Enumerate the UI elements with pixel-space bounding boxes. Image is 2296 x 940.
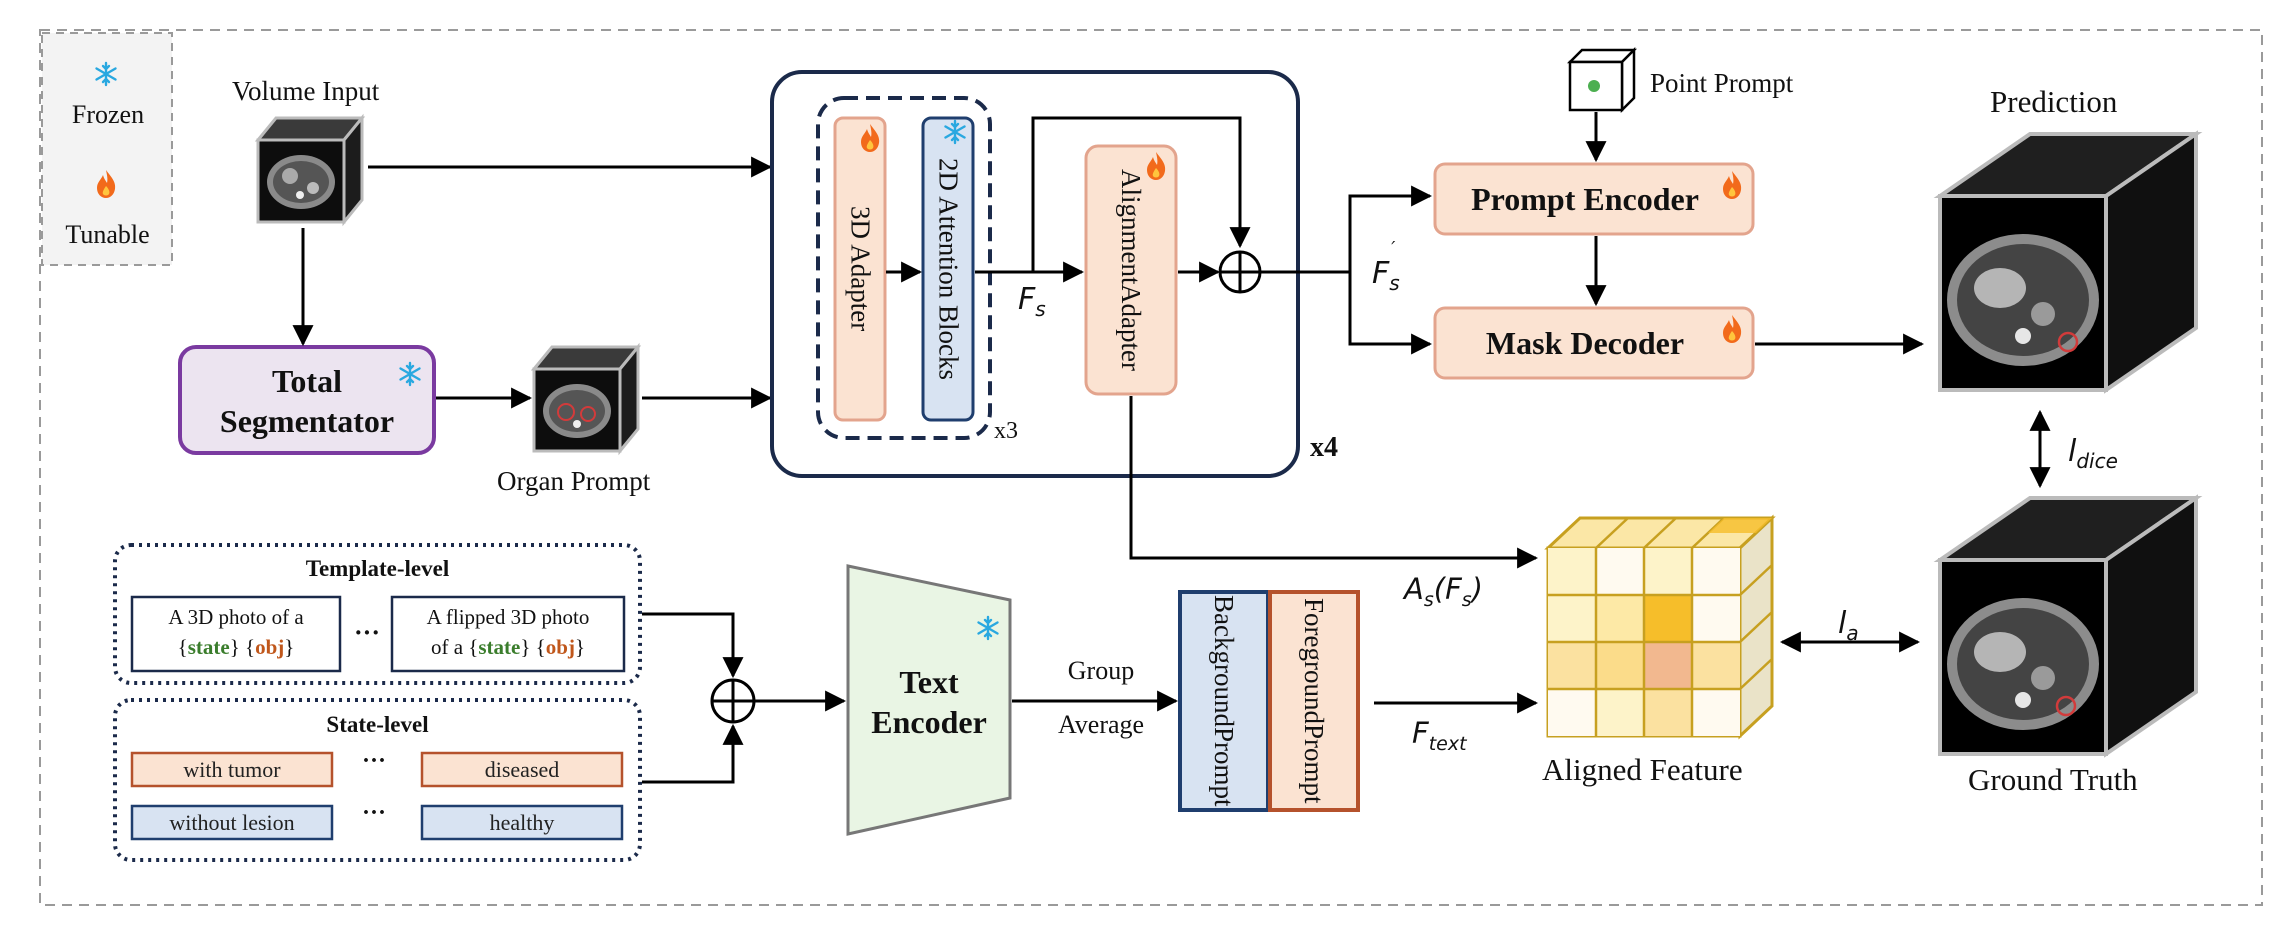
skip-connection — [1031, 116, 1251, 272]
arrow-alignment-to-feature — [1129, 396, 1539, 569]
volume-input-cube — [254, 113, 366, 227]
state-chip-with-tumor — [130, 751, 334, 788]
mask-decoder-box — [1433, 306, 1755, 380]
arrow-to-mask-decoder — [1348, 272, 1433, 355]
template-ellipsis: ··· — [354, 618, 381, 647]
mask-decoder-label: Mask Decoder — [1485, 324, 1685, 361]
adapter-3d-label: 3D Adapter — [845, 206, 876, 332]
arrow-state-to-sum — [642, 723, 744, 784]
outer-repeat-label: x4 — [1310, 432, 1338, 463]
total-segmentator-label: Total Segmentator — [180, 361, 434, 441]
prediction-label: Prediction — [1990, 84, 2118, 119]
point-prompt-label: Point Prompt — [1650, 68, 1794, 98]
group-label: Group — [1067, 656, 1135, 685]
alignment-adapter-box — [1084, 144, 1178, 396]
foreground-prompt-box — [1268, 590, 1360, 812]
arrow-template-to-sum — [642, 612, 744, 679]
point-prompt-cube — [1566, 46, 1638, 114]
state-ellipsis-top: ··· — [362, 748, 387, 774]
dice-loss-label: ldice — [2068, 434, 2118, 473]
total-segmentator-line1: Total — [272, 363, 342, 399]
alignment-loss-label: la — [1838, 606, 1859, 645]
alignment-adapter-label: Alignment Adapter — [1086, 146, 1176, 394]
foreground-prompt-line1: Foreground — [1299, 598, 1329, 725]
fs-label: Fs — [1018, 282, 1046, 321]
background-prompt-line1: Background — [1209, 595, 1239, 728]
inner-repeat-label: x3 — [994, 418, 1018, 444]
attention-2d-box — [921, 116, 975, 422]
healthy-label: healthy — [489, 809, 555, 835]
as-fs-label: As(Fs) — [1404, 572, 1483, 611]
total-segmentator-line2: Segmentator — [219, 403, 395, 439]
organ-prompt-cube — [530, 342, 642, 456]
sum-node-text — [710, 678, 756, 724]
alignment-adapter-line1: Alignment — [1116, 168, 1146, 285]
template-b-text: A flipped 3D photo of a {state} {obj} — [392, 602, 624, 662]
background-prompt-line2: Prompt — [1209, 727, 1239, 807]
adapter-3d-box — [833, 116, 887, 422]
state-level-title: State-level — [326, 712, 429, 737]
inner-repeat-block — [816, 96, 992, 440]
template-a-line2: {state} {obj} — [177, 635, 295, 659]
sum-node-encoder — [1218, 250, 1262, 294]
legend-tunable-label: Tunable — [65, 220, 150, 249]
prompt-encoder-label: Prompt Encoder — [1471, 180, 1699, 217]
template-a-text: A 3D photo of a {state} {obj} — [132, 602, 340, 662]
ftext-label: Ftext — [1412, 716, 1467, 755]
ground-truth-label: Ground Truth — [1968, 762, 2138, 797]
foreground-prompt-label: Foreground Prompt — [1270, 592, 1358, 810]
template-chip-b — [390, 595, 626, 673]
template-chip-a — [130, 595, 342, 673]
ground-truth-cube — [1933, 494, 2203, 758]
total-segmentator-box — [178, 345, 436, 455]
fs-prime-label: F′s — [1372, 238, 1400, 295]
text-encoder-label: Text Encoder — [848, 662, 1010, 742]
with-tumor-label: with tumor — [183, 756, 281, 782]
foreground-prompt-line2: Prompt — [1299, 724, 1329, 804]
template-a-line1: A 3D photo of a — [168, 605, 304, 629]
template-b-line1: A flipped 3D photo — [426, 605, 590, 629]
average-label: Average — [1057, 710, 1145, 739]
template-b-line2: of a {state} {obj} — [430, 635, 586, 659]
arrow-to-prompt-encoder — [1348, 185, 1433, 272]
prompt-encoder-box — [1433, 162, 1755, 236]
volume-input-label: Volume Input — [232, 76, 380, 106]
template-level-title: Template-level — [305, 556, 450, 581]
diseased-label: diseased — [484, 756, 560, 782]
legend-frozen-label: Frozen — [71, 100, 145, 129]
alignment-adapter-line2: Adapter — [1116, 284, 1146, 372]
state-ellipsis-bottom: ··· — [362, 800, 387, 826]
outer-border — [39, 29, 2263, 906]
aligned-feature-cube — [1544, 514, 1776, 740]
text-encoder-line2: Encoder — [871, 704, 987, 740]
state-chip-healthy — [420, 804, 624, 841]
text-encoder-shape — [846, 564, 1012, 836]
image-encoder-block — [770, 70, 1300, 478]
template-level-box — [113, 543, 642, 685]
prediction-cube — [1933, 130, 2203, 394]
organ-prompt-label: Organ Prompt — [497, 466, 651, 496]
attention-2d-label: 2D Attention Blocks — [933, 158, 964, 380]
without-lesion-label: without lesion — [169, 809, 295, 835]
text-encoder-line1: Text — [899, 664, 959, 700]
aligned-feature-label: Aligned Feature — [1542, 752, 1743, 787]
state-chip-without-lesion — [130, 804, 334, 841]
state-chip-diseased — [420, 751, 624, 788]
background-prompt-box — [1178, 590, 1270, 812]
background-prompt-label: Background Prompt — [1180, 592, 1268, 810]
